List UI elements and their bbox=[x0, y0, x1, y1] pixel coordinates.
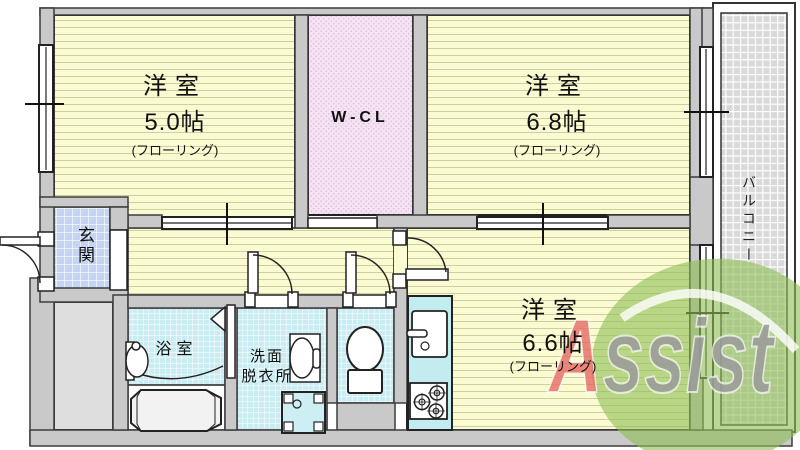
genkan-label: 玄関 bbox=[75, 226, 94, 266]
logo-leaf-ellipse bbox=[591, 258, 800, 450]
floor-room-6_8 bbox=[426, 14, 691, 216]
washing-machine-pan bbox=[281, 391, 326, 434]
balcony-label: バルコニー bbox=[741, 175, 757, 265]
room68-name: 洋室 bbox=[525, 73, 589, 100]
floors bbox=[53, 14, 691, 431]
hinged-doors bbox=[0, 230, 449, 380]
assist-logo-graphic bbox=[591, 258, 800, 450]
toilet-door bbox=[342, 251, 397, 308]
wcl-opening bbox=[307, 217, 378, 229]
wall-right-top-corner bbox=[701, 7, 714, 48]
washroom-door bbox=[244, 251, 299, 308]
floor-wcl bbox=[307, 14, 414, 216]
wall-corridor-bottom-b bbox=[296, 294, 344, 309]
wcl-label: W-CL bbox=[331, 109, 389, 126]
kitchen-counter bbox=[406, 295, 453, 431]
logo-letter-a: A bbox=[548, 298, 603, 415]
logo-leaf-swoosh bbox=[619, 288, 800, 353]
kitchen-faucet bbox=[406, 329, 428, 338]
room66-size: 6.6帖 bbox=[522, 330, 584, 357]
room5-name: 洋室 bbox=[143, 73, 207, 100]
logo-letters-rest: ssist bbox=[602, 298, 774, 415]
storage-block bbox=[53, 301, 114, 431]
bathtub bbox=[130, 389, 222, 432]
wall-under-room68 bbox=[607, 214, 691, 229]
bathtub-detail bbox=[136, 389, 216, 432]
room66-floor-type: (フローリング) bbox=[509, 359, 597, 374]
wall-under-wcl-right bbox=[376, 214, 478, 229]
entrance-door bbox=[0, 231, 55, 292]
washroom-label-line2: 脱衣所 bbox=[241, 368, 293, 385]
sliding-doors bbox=[161, 203, 609, 245]
wall-wash-toilet-divider bbox=[326, 307, 338, 404]
wall-under-room5 bbox=[127, 214, 163, 229]
washroom-label-line1: 洗面 bbox=[249, 348, 284, 365]
room68-floor-type: (フローリング) bbox=[513, 143, 601, 158]
assist-logo-text: Assist bbox=[548, 303, 774, 410]
room5-floor-type: (フローリング) bbox=[131, 143, 219, 158]
bathroom-door bbox=[132, 304, 236, 380]
washroom-basin bbox=[289, 333, 321, 383]
room68-size: 6.8帖 bbox=[526, 109, 588, 136]
kitchen-stove bbox=[409, 382, 448, 420]
fixtures bbox=[125, 295, 453, 434]
room66-name: 洋室 bbox=[521, 297, 585, 324]
room66-door bbox=[392, 230, 449, 289]
bathroom-label: 浴室 bbox=[155, 341, 198, 358]
toilet-fixture bbox=[346, 326, 384, 394]
wall-top bbox=[39, 7, 714, 16]
wall-wcl-left bbox=[294, 14, 309, 229]
shoe-cabinet bbox=[109, 229, 128, 291]
bath-washstand bbox=[125, 341, 149, 381]
wall-genkan-pillar bbox=[109, 206, 129, 231]
floor-room-5_0 bbox=[53, 14, 296, 218]
pipe-space-block bbox=[336, 402, 396, 431]
wall-between-windows bbox=[689, 176, 714, 246]
room5-size: 5.0帖 bbox=[144, 109, 206, 136]
wall-wcl-right bbox=[412, 14, 428, 229]
wall-genkan-top bbox=[39, 196, 129, 208]
